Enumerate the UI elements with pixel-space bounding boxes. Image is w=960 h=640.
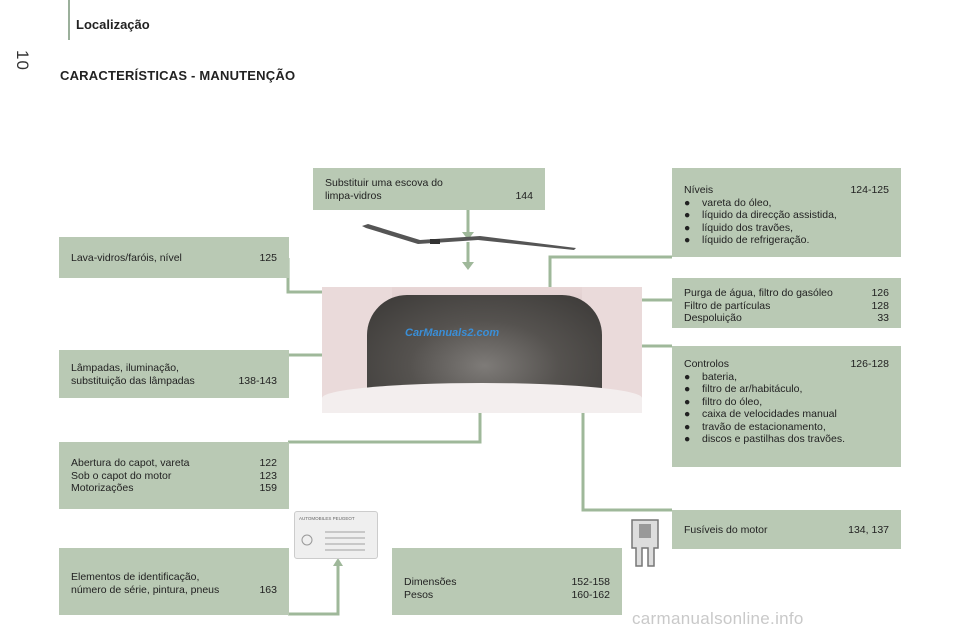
lamps-page: 138-143 <box>238 374 277 387</box>
watermark: CarManuals2.com <box>405 327 500 339</box>
levels-item: líquido da direcção assistida, <box>702 209 837 221</box>
bullet-icon: ● <box>684 383 691 395</box>
bullet-icon: ● <box>684 234 691 246</box>
box-bonnet: Abertura do capot, vareta 122 Sob o capot… <box>59 442 289 509</box>
drain-row-label: Purga de água, filtro do gasóleo <box>684 287 833 299</box>
box-engine-fuses: Fusíveis do motor 134, 137 <box>672 510 901 549</box>
dimensions-row-label: Dimensões <box>404 576 457 588</box>
controls-item: bateria, <box>702 370 738 383</box>
lamps-line2: substituição das lâmpadas <box>71 374 195 387</box>
bullet-icon: ● <box>684 370 691 383</box>
box-dimensions: Dimensões 152-158 Pesos 160-162 <box>392 548 622 615</box>
levels-item: líquido de refrigeração. <box>702 234 810 246</box>
wiper-line2: limpa-vidros <box>325 189 382 202</box>
levels-item: vareta do óleo, <box>702 196 772 209</box>
bullet-icon: ● <box>684 420 691 433</box>
bonnet-row-page: 159 <box>259 482 277 494</box>
bonnet-row-label: Sob o capot do motor <box>71 469 172 482</box>
levels-item: líquido dos travões, <box>702 221 794 234</box>
fuses-page: 134, 137 <box>848 524 889 536</box>
fuse-icon <box>631 519 659 567</box>
washer-page: 125 <box>259 252 277 264</box>
controls-label: Controlos <box>684 358 729 370</box>
wiper-blade-illustration <box>362 224 576 250</box>
drain-row-label: Filtro de partículas <box>684 299 771 312</box>
ident-page: 163 <box>259 583 277 596</box>
footer-watermark: carmanualsonline.info <box>632 609 804 628</box>
section-header: Localização <box>76 17 150 32</box>
engine-bay-photo <box>322 287 642 413</box>
fuses-label: Fusíveis do motor <box>684 524 768 536</box>
bullet-icon: ● <box>684 408 691 420</box>
plate-text: AUTOMOBILES PEUGEOT <box>299 516 355 521</box>
identification-plate-image: AUTOMOBILES PEUGEOT <box>294 511 378 559</box>
controls-item: discos e pastilhas dos travões. <box>702 433 845 445</box>
box-lamps: Lâmpadas, iluminação, substituição das l… <box>59 350 289 398</box>
bullet-icon: ● <box>684 209 691 221</box>
bullet-icon: ● <box>684 433 691 445</box>
controls-item: filtro do óleo, <box>702 395 763 408</box>
wiper-page: 144 <box>515 189 533 202</box>
drain-row-label: Despoluição <box>684 312 742 324</box>
bullet-icon: ● <box>684 395 691 408</box>
drain-row-page: 126 <box>871 287 889 299</box>
controls-item: caixa de velocidades manual <box>702 408 837 420</box>
drain-row-page: 33 <box>877 312 889 324</box>
bonnet-row-page: 123 <box>259 469 277 482</box>
ident-line2: número de série, pintura, pneus <box>71 583 220 596</box>
page-title: CARACTERÍSTICAS - MANUTENÇÃO <box>60 68 296 83</box>
levels-page: 124-125 <box>850 184 889 196</box>
controls-page: 126-128 <box>850 358 889 370</box>
washer-label: Lava-vidros/faróis, nível <box>71 252 182 264</box>
dimensions-row-label: Pesos <box>404 588 434 601</box>
box-identification: Elementos de identificação, número de sé… <box>59 548 289 615</box>
bonnet-row-page: 122 <box>259 457 277 469</box>
box-controls: Controlos 126-128 ● bateria, ● filtro de a… <box>672 346 901 467</box>
sidebar-accent-line <box>68 0 70 40</box>
bonnet-row-label: Abertura do capot, vareta <box>71 457 190 469</box>
dimensions-row-page: 152-158 <box>571 576 610 588</box>
bonnet-row-label: Motorizações <box>71 482 134 494</box>
box-washer-level: Lava-vidros/faróis, nível 125 <box>59 237 289 278</box>
bullet-icon: ● <box>684 196 691 209</box>
drain-row-page: 128 <box>871 299 889 312</box>
lamps-line1: Lâmpadas, iluminação, <box>71 362 179 374</box>
page-number: 10 <box>13 50 32 71</box>
levels-label: Níveis <box>684 184 714 196</box>
ident-line1: Elementos de identificação, <box>71 571 200 583</box>
controls-item: filtro de ar/habitáculo, <box>702 383 803 395</box>
box-water-drain: Purga de água, filtro do gasóleo 126 Filt… <box>672 278 901 328</box>
wiper-line1: Substituir uma escova do <box>325 177 443 189</box>
dimensions-row-page: 160-162 <box>571 588 610 601</box>
bullet-icon: ● <box>684 221 691 234</box>
controls-item: travão de estacionamento, <box>702 420 826 433</box>
box-levels: Níveis 124-125 ● vareta do óleo, ● líquido… <box>672 168 901 257</box>
box-wiper-blade: Substituir uma escova do limpa-vidros 14… <box>313 168 545 210</box>
